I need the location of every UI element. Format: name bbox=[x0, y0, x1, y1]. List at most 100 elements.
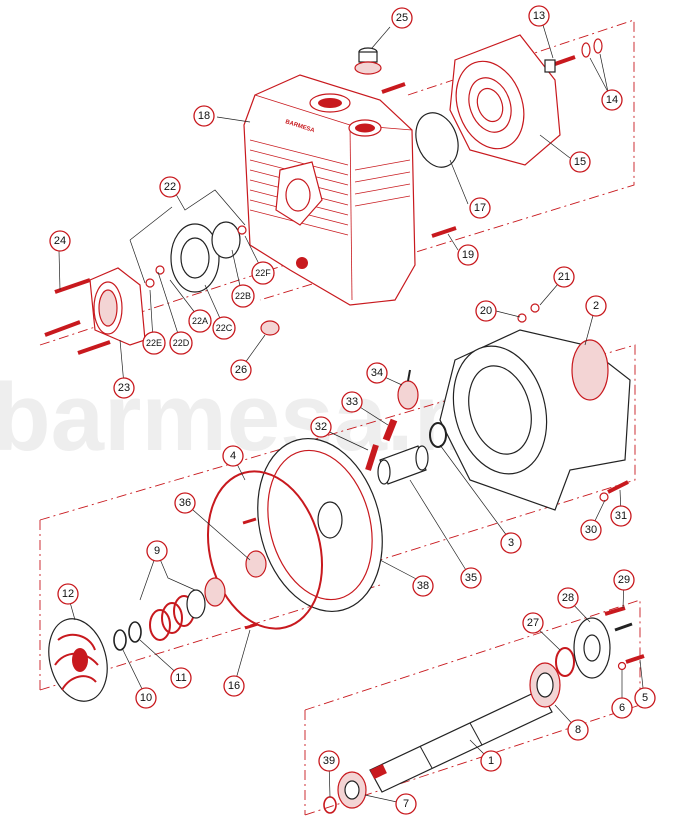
plug-26 bbox=[260, 320, 280, 336]
callout-6: 6 bbox=[611, 697, 633, 719]
svg-text:8: 8 bbox=[575, 724, 581, 736]
svg-text:1: 1 bbox=[488, 755, 494, 767]
plug-25 bbox=[354, 47, 382, 75]
callout-10: 10 bbox=[135, 687, 157, 709]
callout-22: 22 bbox=[159, 176, 181, 198]
svg-text:29: 29 bbox=[618, 574, 630, 586]
svg-text:22E: 22E bbox=[146, 338, 162, 348]
svg-text:32: 32 bbox=[315, 421, 327, 433]
washer-6 bbox=[617, 661, 627, 671]
bolt-31 bbox=[607, 480, 629, 494]
callout-33: 33 bbox=[341, 391, 363, 413]
callout-22B: 22B bbox=[231, 284, 255, 308]
callout-2: 2 bbox=[585, 295, 607, 317]
sleeve-35 bbox=[377, 445, 429, 485]
callout-19: 19 bbox=[457, 244, 479, 266]
callout-14: 14 bbox=[601, 89, 623, 111]
svg-text:4: 4 bbox=[230, 450, 236, 462]
callout-36: 36 bbox=[174, 492, 196, 514]
svg-text:22A: 22A bbox=[192, 316, 208, 326]
nut-20 bbox=[517, 313, 527, 323]
bolt-5 bbox=[625, 654, 645, 664]
assembly-frames bbox=[39, 19, 641, 816]
callout-31: 31 bbox=[610, 505, 632, 527]
callout-22A: 22A bbox=[188, 309, 212, 333]
bearing-7 bbox=[337, 771, 367, 809]
callout-16: 16 bbox=[223, 675, 245, 697]
svg-text:27: 27 bbox=[527, 617, 539, 629]
callout-13: 13 bbox=[528, 5, 550, 27]
callout-39: 39 bbox=[318, 750, 340, 772]
callout-7: 7 bbox=[395, 793, 417, 815]
bolts-24 bbox=[44, 278, 111, 355]
callout-22D: 22D bbox=[169, 331, 193, 355]
svg-text:16: 16 bbox=[228, 680, 240, 692]
callout-30: 30 bbox=[580, 519, 602, 541]
svg-text:31: 31 bbox=[615, 510, 627, 522]
svg-text:22D: 22D bbox=[173, 338, 190, 348]
callout-23: 23 bbox=[113, 377, 135, 399]
svg-text:22C: 22C bbox=[216, 323, 233, 333]
callout-34: 34 bbox=[366, 362, 388, 384]
callout-38: 38 bbox=[412, 575, 434, 597]
svg-text:28: 28 bbox=[562, 592, 574, 604]
svg-text:33: 33 bbox=[346, 396, 358, 408]
callout-3: 3 bbox=[500, 532, 522, 554]
svg-text:14: 14 bbox=[606, 94, 618, 106]
bolt-13 bbox=[544, 55, 576, 73]
callout-9: 9 bbox=[146, 540, 168, 562]
callout-20: 20 bbox=[475, 300, 497, 322]
callout-8: 8 bbox=[567, 719, 589, 741]
bearing-8 bbox=[529, 662, 561, 708]
svg-text:7: 7 bbox=[403, 798, 409, 810]
washer-30 bbox=[599, 492, 609, 502]
callout-22E: 22E bbox=[142, 331, 166, 355]
callout-24: 24 bbox=[49, 230, 71, 252]
washers-14 bbox=[581, 38, 603, 58]
shaft-1 bbox=[369, 689, 553, 793]
svg-text:25: 25 bbox=[396, 12, 408, 24]
svg-text:2: 2 bbox=[593, 300, 599, 312]
callout-27: 27 bbox=[522, 612, 544, 634]
svg-text:10: 10 bbox=[140, 692, 152, 704]
callout-21: 21 bbox=[553, 266, 575, 288]
cover-15 bbox=[449, 34, 561, 166]
svg-text:22: 22 bbox=[164, 181, 176, 193]
callout-18: 18 bbox=[193, 105, 215, 127]
svg-text:11: 11 bbox=[175, 672, 186, 684]
flange-23 bbox=[89, 267, 146, 346]
svg-text:17: 17 bbox=[474, 202, 486, 214]
svg-text:24: 24 bbox=[54, 235, 66, 247]
callout-29: 29 bbox=[613, 569, 635, 591]
svg-text:5: 5 bbox=[642, 692, 648, 704]
callout-22C: 22C bbox=[212, 316, 236, 340]
svg-text:34: 34 bbox=[371, 367, 383, 379]
callout-32: 32 bbox=[310, 416, 332, 438]
mechanical-seal-9 bbox=[149, 577, 226, 641]
bolt-top-28 bbox=[604, 606, 626, 616]
svg-text:9: 9 bbox=[154, 545, 160, 557]
svg-text:30: 30 bbox=[585, 524, 597, 536]
svg-text:18: 18 bbox=[198, 110, 210, 122]
callout-22F: 22F bbox=[251, 261, 275, 285]
callout-5: 5 bbox=[634, 687, 656, 709]
fitting-32 bbox=[365, 444, 379, 471]
seal-plate-38 bbox=[257, 437, 383, 613]
callout-17: 17 bbox=[469, 197, 491, 219]
svg-text:6: 6 bbox=[619, 702, 625, 714]
svg-text:13: 13 bbox=[533, 10, 545, 22]
callout-1: 1 bbox=[480, 750, 502, 772]
gaskets-22 bbox=[145, 221, 247, 293]
callout-11: 11 bbox=[170, 667, 192, 689]
svg-text:3: 3 bbox=[508, 537, 514, 549]
svg-text:39: 39 bbox=[323, 755, 335, 767]
key-29 bbox=[614, 622, 633, 632]
callout-35: 35 bbox=[460, 567, 482, 589]
svg-text:20: 20 bbox=[480, 305, 492, 317]
callout-4: 4 bbox=[222, 445, 244, 467]
impeller-12 bbox=[48, 618, 108, 702]
callout-26: 26 bbox=[230, 359, 252, 381]
svg-text:38: 38 bbox=[417, 580, 429, 592]
svg-text:35: 35 bbox=[465, 572, 477, 584]
